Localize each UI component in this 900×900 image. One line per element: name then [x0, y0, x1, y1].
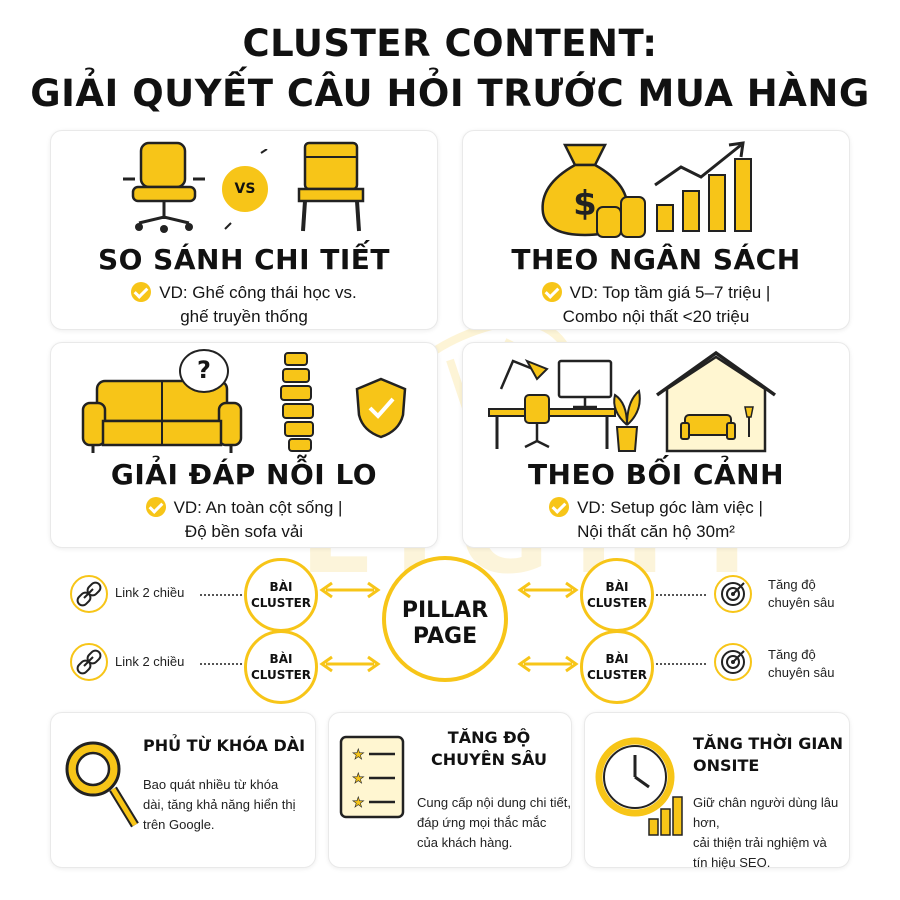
- page-title-line-2: GIẢI QUYẾT CÂU HỎI TRƯỚC MUA HÀNG: [30, 72, 870, 115]
- magnifier-icon: [65, 741, 139, 828]
- double-arrow-icon: [517, 655, 579, 673]
- card-budget: $ THEO NGÂN SÁCH VD: Top tầm giá 5–7 tri…: [462, 130, 850, 330]
- benefit-desc: Giữ chân người dùng lâu hơn,cải thiện tr…: [693, 795, 839, 870]
- dotted-connector: [656, 594, 706, 596]
- card-desc-context: VD: Setup góc làm việc | Nội thất căn hộ…: [463, 496, 849, 544]
- link-icon: [70, 643, 108, 681]
- check-icon: [549, 497, 570, 517]
- house-icon: [655, 350, 777, 453]
- clock-chart-icon: [595, 737, 683, 836]
- vs-badge: VS: [222, 166, 268, 212]
- double-arrow-icon: [319, 655, 381, 673]
- check-icon: [145, 497, 166, 517]
- card-comparison: VS SO SÁNH CHI TIẾT VD: Ghế công thái họ…: [50, 130, 438, 330]
- svg-text:★: ★: [352, 746, 365, 762]
- link-label: Link 2 chiều: [115, 654, 185, 669]
- shield-check-icon: [355, 377, 407, 439]
- vs-slash-lines: [224, 149, 268, 230]
- double-arrow-icon: [517, 581, 579, 599]
- svg-text:★: ★: [352, 794, 365, 810]
- plant-icon: [613, 389, 641, 452]
- dotted-connector: [656, 663, 706, 665]
- growth-chart-icon: [654, 141, 752, 232]
- target-icon: [714, 575, 752, 613]
- card-concerns: ? GIẢI ĐÁP NỖI LO VD: An toàn cột sống |…: [50, 342, 438, 548]
- sofa-icon: [81, 379, 243, 453]
- dotted-connector: [200, 594, 242, 596]
- link-label: Link 2 chiều: [115, 585, 185, 600]
- wooden-chair-icon: [297, 141, 365, 232]
- page-title-line-1: CLUSTER CONTENT:: [242, 22, 658, 65]
- card-heading-comparison: SO SÁNH CHI TIẾT: [97, 243, 391, 276]
- benefit-desc: Cung cấp nội dung chi tiết,đáp ứng mọi t…: [417, 795, 571, 850]
- card-heading-budget: THEO NGÂN SÁCH: [511, 243, 801, 276]
- dotted-connector: [200, 663, 242, 665]
- card-desc-comparison: VD: Ghế công thái học vs. ghế truyền thố…: [51, 281, 437, 329]
- benefit-title: PHỦ TỪ KHÓA DÀI: [143, 736, 306, 755]
- desk-setup-icon: [488, 359, 616, 449]
- svg-text:★: ★: [352, 770, 365, 786]
- card-heading-concerns: GIẢI ĐÁP NỖI LO: [110, 458, 378, 491]
- double-arrow-icon: [319, 581, 381, 599]
- check-icon: [541, 282, 562, 302]
- card-desc-budget: VD: Top tầm giá 5–7 triệu | Combo nội th…: [463, 281, 849, 329]
- link-icon: [70, 575, 108, 613]
- svg-text:$: $: [573, 184, 597, 224]
- spine-icon: [280, 352, 314, 452]
- money-bag-icon: $: [541, 143, 629, 237]
- target-icon: [714, 643, 752, 681]
- question-bubble: ?: [179, 349, 229, 393]
- pillar-page-circle: PILLAR PAGE: [382, 556, 508, 682]
- coins-icon: [596, 196, 646, 238]
- office-chair-icon: [123, 141, 205, 233]
- card-heading-context: THEO BỐI CẢNH: [527, 458, 785, 491]
- check-icon: [131, 282, 152, 302]
- card-context: THEO BỐI CẢNH VD: Setup góc làm việc | N…: [462, 342, 850, 548]
- card-desc-concerns: VD: An toàn cột sống | Độ bền sofa vải: [51, 496, 437, 544]
- star-list-icon: ★ ★ ★: [339, 735, 405, 819]
